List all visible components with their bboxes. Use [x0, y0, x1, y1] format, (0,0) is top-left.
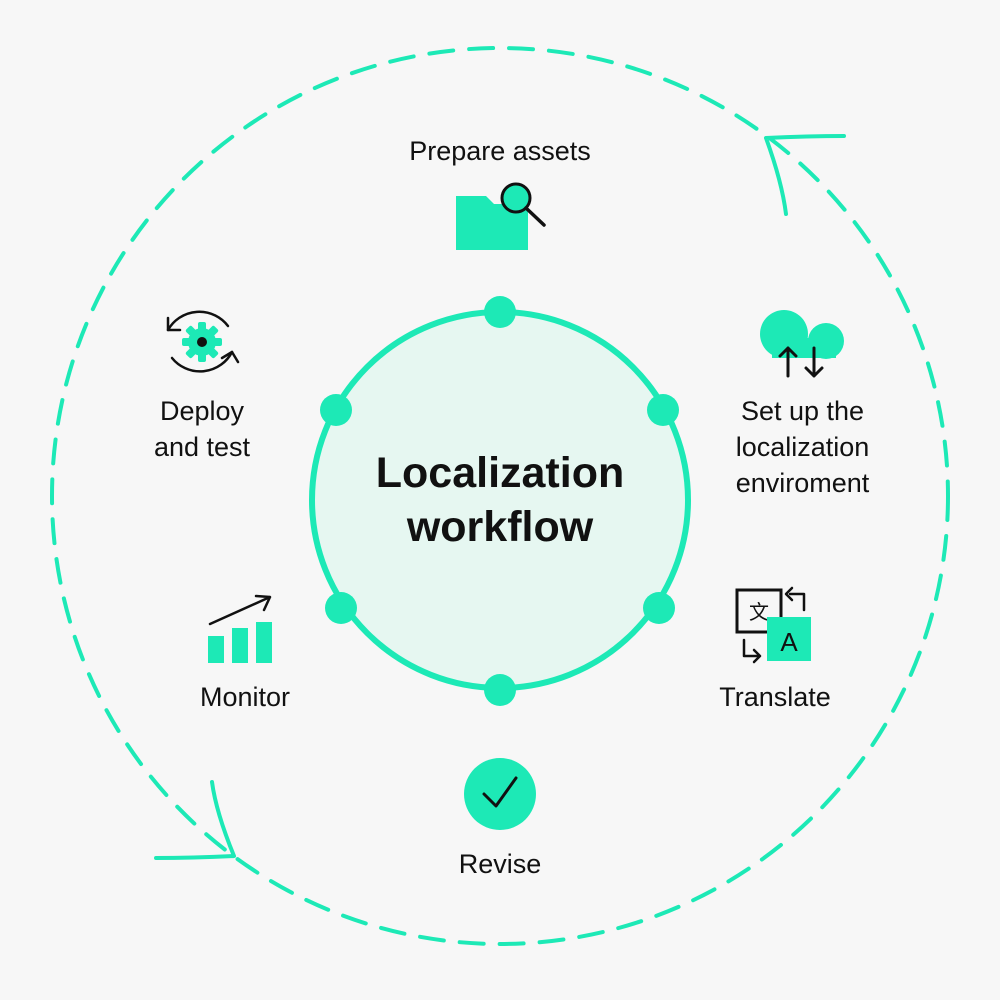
- check-circle-icon: [464, 758, 536, 830]
- cloud-sync-icon: [760, 310, 844, 378]
- node-dot-lower-right: [643, 592, 675, 624]
- cycle-arrow-bottom-left: [154, 780, 236, 860]
- node-dot-lower-left: [325, 592, 357, 624]
- step-label-setup-environment: Set up the localization enviroment: [735, 396, 870, 498]
- node-dot-upper-left: [320, 394, 352, 426]
- node-dot-top: [484, 296, 516, 328]
- step-label-revise: Revise: [458, 849, 542, 879]
- gear-refresh-icon: [166, 310, 240, 373]
- translate-icon: 文 A: [735, 586, 811, 664]
- cycle-ring: [50, 46, 950, 946]
- step-label-deploy-test: Deploy and test: [153, 396, 251, 462]
- svg-text:A: A: [780, 627, 798, 657]
- svg-text:文: 文: [749, 600, 769, 624]
- cycle-arrow-top-right: [764, 134, 846, 216]
- step-label-monitor: Monitor: [199, 682, 291, 712]
- diagram-title: Localization workflow: [375, 449, 625, 551]
- folder-search-icon: [456, 182, 546, 250]
- step-label-translate: Translate: [719, 682, 831, 712]
- growth-chart-icon: [208, 594, 272, 663]
- node-dot-upper-right: [647, 394, 679, 426]
- step-label-prepare-assets: Prepare assets: [409, 136, 591, 166]
- node-dot-bottom: [484, 674, 516, 706]
